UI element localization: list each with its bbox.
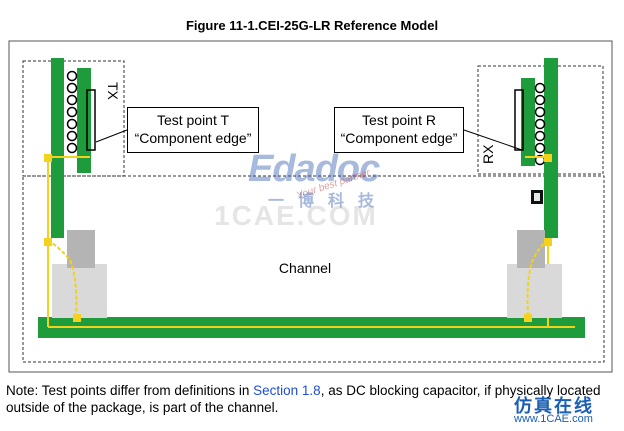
- rx-die: [514, 89, 524, 151]
- corner-watermark-site: www.1CAE.com: [514, 413, 593, 425]
- outer-frame: [8, 40, 613, 373]
- tx-region: [22, 60, 125, 177]
- left-connector-base: [52, 264, 107, 318]
- tx-package-substrate: [51, 58, 64, 238]
- tx-pad: [44, 154, 52, 162]
- note-text-after: , as DC blocking capacitor, if physicall…: [6, 383, 601, 415]
- rx-region: [477, 65, 604, 175]
- left-connector-path: [47, 239, 78, 318]
- right-connector-pad: [544, 238, 552, 246]
- test-point-t-subtitle: “Component edge”: [134, 130, 252, 146]
- channel-region: [22, 175, 605, 363]
- watermark-logo: Edadoc: [248, 148, 380, 190]
- right-connector-base: [507, 264, 562, 318]
- rx-pad: [544, 154, 552, 162]
- watermark-site: 1CAE.COM: [214, 200, 378, 231]
- channel-label: Channel: [279, 260, 331, 276]
- figure-title: Figure 11-1.CEI-25G-LR Reference Model: [185, 18, 439, 33]
- watermark-chinese: 一博科技: [268, 193, 389, 210]
- corner-watermark-chinese: 仿真在线: [514, 396, 594, 416]
- rx-solder-balls: [534, 82, 546, 166]
- test-point-r-callout: Test point R “Component edge”: [334, 107, 464, 153]
- right-board-pad: [524, 314, 532, 322]
- left-board-pad: [73, 314, 81, 322]
- right-connector-block: [517, 230, 545, 268]
- tx-solder-balls: [66, 70, 78, 154]
- section-link[interactable]: Section 1.8: [253, 383, 321, 398]
- note-text-before: Note: Test points differ from definition…: [6, 383, 254, 398]
- right-connector-path: [526, 239, 549, 318]
- test-point-r-subtitle: “Component edge”: [340, 130, 458, 146]
- rx-label: RX: [480, 144, 496, 164]
- rx-die-board: [521, 78, 535, 166]
- test-point-t-pointer: [95, 129, 128, 143]
- test-point-t-title: Test point T: [156, 112, 230, 128]
- rx-package-substrate: [544, 58, 558, 238]
- tx-label: TX: [105, 82, 121, 101]
- figure-note: Note: Test points differ from definition…: [6, 382, 606, 416]
- test-point-r-pointer: [463, 129, 523, 151]
- test-point-t-callout: Test point T “Component edge”: [127, 107, 259, 153]
- left-connector-pad: [44, 238, 52, 246]
- test-point-r-title: Test point R: [362, 112, 436, 128]
- tx-die: [86, 89, 96, 151]
